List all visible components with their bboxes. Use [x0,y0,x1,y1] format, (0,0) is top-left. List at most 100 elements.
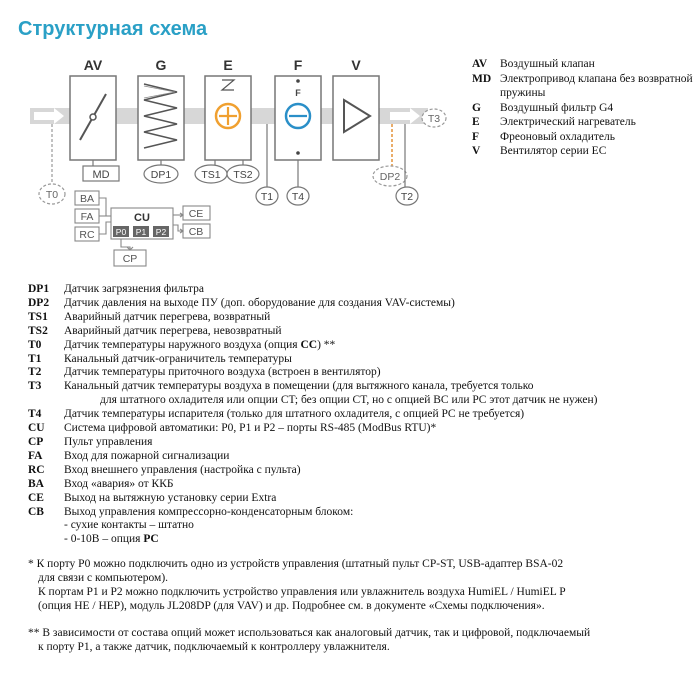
dp1-label: DP1 [151,169,172,181]
outlet-arrow-icon [390,108,420,124]
legend-key: T4 [28,408,42,421]
legend-row-rc: RC Вход внешнего управления (настройка с … [28,464,688,478]
legend-key: T2 [28,366,42,379]
block-label-e: E [223,57,232,73]
t0-text-a: Датчик температуры наружного воздуха (оп… [64,338,301,351]
legend-key: T0 [28,338,42,351]
heater-zigzag-icon [220,79,236,91]
legend-row-e: E Электрический нагреватель [472,115,695,130]
legend-row-t0: T0 Датчик температуры наружного воздуха (… [28,339,688,353]
sensor-t3: T3 [421,108,447,128]
legend-row-t1: T1 Канальный датчик-ограничитель температ… [28,353,688,367]
legend-text: Фреоновый охладитель [500,130,615,143]
note1-line4: (опция HE / HEP), модуль JL208DP (для VA… [38,600,545,612]
md-box [82,165,120,182]
legend-text: Аварийный датчик перегрева, невозвратный [64,324,282,337]
block-label-f: F [294,57,303,73]
legend-cb-sub2: - 0-10В – опция PC [28,533,688,547]
structural-diagram: AV G E F V MD F T0 DP1 TS1 [30,57,447,267]
filter-block [137,75,185,161]
cb-sub2-bold: PC [143,533,159,546]
md-label: MD [92,169,109,181]
legend-key: TS2 [28,324,48,337]
legend-key: FA [28,449,43,462]
legend-text: Электрический нагреватель [500,116,636,128]
note1-line3: К портам P1 и P2 можно подключить устрой… [38,586,566,598]
legend-text: Датчик температуры приточного воздуха (в… [64,366,381,379]
cooler-dot-top [296,79,300,83]
cp-label: CP [123,253,138,265]
sensor-dp2: DP2 [372,124,408,187]
legend-text: Выход управления компрессорно-конденсато… [64,505,354,518]
legend-text: Вход внешнего управления (настройка с пу… [64,463,301,476]
p0-label: P0 [116,227,127,237]
legend-key: T3 [28,380,42,393]
block-label-v: V [351,57,361,73]
cooler-dot-bottom [296,151,300,155]
legend-text: Датчик температуры наружного воздуха (оп… [64,339,688,353]
sensor-ts1: TS1 [194,160,228,184]
legend-text: Датчик температуры испарителя (только дл… [64,408,525,421]
legend-key: CB [28,505,44,518]
sensor-dp1: DP1 [143,160,179,184]
rc-label: RC [79,229,95,241]
legend-text: Электропривод клапана без возвратной пру… [500,72,693,100]
legend-text: Аварийный датчик перегрева, возвратный [64,310,271,323]
t2-label: T2 [401,191,413,203]
legend-key: MD [472,72,492,85]
ce-box [182,205,211,221]
legend-key: E [472,116,480,128]
note-gap [28,613,693,626]
legend-row-cb: CB Выход управления компрессорно-конденса… [28,506,688,520]
legend-text: Воздушный фильтр G4 [500,101,614,114]
t0-text-c: ) ** [317,338,336,351]
legend-key: TS1 [28,310,48,323]
fa-label: FA [81,211,94,223]
legend-text: Вход «авария» от ККБ [64,477,174,490]
legend-key: AV [472,58,488,70]
port-p1 [133,226,149,237]
legend-row-t4: T4 Датчик температуры испарителя (только … [28,408,688,422]
legend-key: BA [28,477,44,490]
legend-key: F [472,130,480,143]
ts2-label: TS2 [233,169,252,181]
legend-text: Пульт управления [64,435,153,448]
ts1-label: TS1 [201,169,220,181]
legend-text: Канальный датчик-ограничитель температур… [64,352,292,365]
legend-row-t2: T2 Датчик температуры приточного воздуха … [28,366,688,380]
legend-text: Вентилятор серии EC [500,145,607,157]
fan-block [332,75,380,161]
legend-key: T1 [28,352,42,365]
legend-key: G [472,101,481,114]
t0-label: T0 [46,189,58,201]
legend-row-ba: BA Вход «авария» от ККБ [28,478,688,492]
note2-line2: к порту P1, а также датчик, подключаемый… [38,641,390,653]
legend-row-md: MD Электропривод клапана без возвратной п… [472,72,695,101]
note1-line1: * К порту P0 можно подключить одно из ус… [28,558,564,570]
sensor-t1: T1 [255,124,279,206]
legend-row-ts2: TS2 Аварийный датчик перегрева, невозврат… [28,325,688,339]
legend-key: RC [28,463,45,476]
block-label-g: G [156,57,167,73]
legend-row-f: F Фреоновый охладитель [472,130,695,145]
dp2-label: DP2 [380,171,401,183]
sensor-t4: T4 [286,160,310,206]
ce-label: CE [189,208,204,220]
legend-key: CU [28,422,45,435]
legend-key: V [472,145,481,157]
p2-label: P2 [156,227,167,237]
damper-axis-icon [89,113,97,121]
legend-text: Датчик давления на выходе ПУ (доп. обору… [64,296,455,309]
legend-row-ts1: TS1 Аварийный датчик перегрева, возвратны… [28,311,688,325]
filter-zigzag-icon [143,83,178,149]
legend-text: Датчик загрязнения фильтра [64,283,204,295]
t0-text-b: CC [300,338,318,351]
sensor-ts2: TS2 [226,160,260,184]
